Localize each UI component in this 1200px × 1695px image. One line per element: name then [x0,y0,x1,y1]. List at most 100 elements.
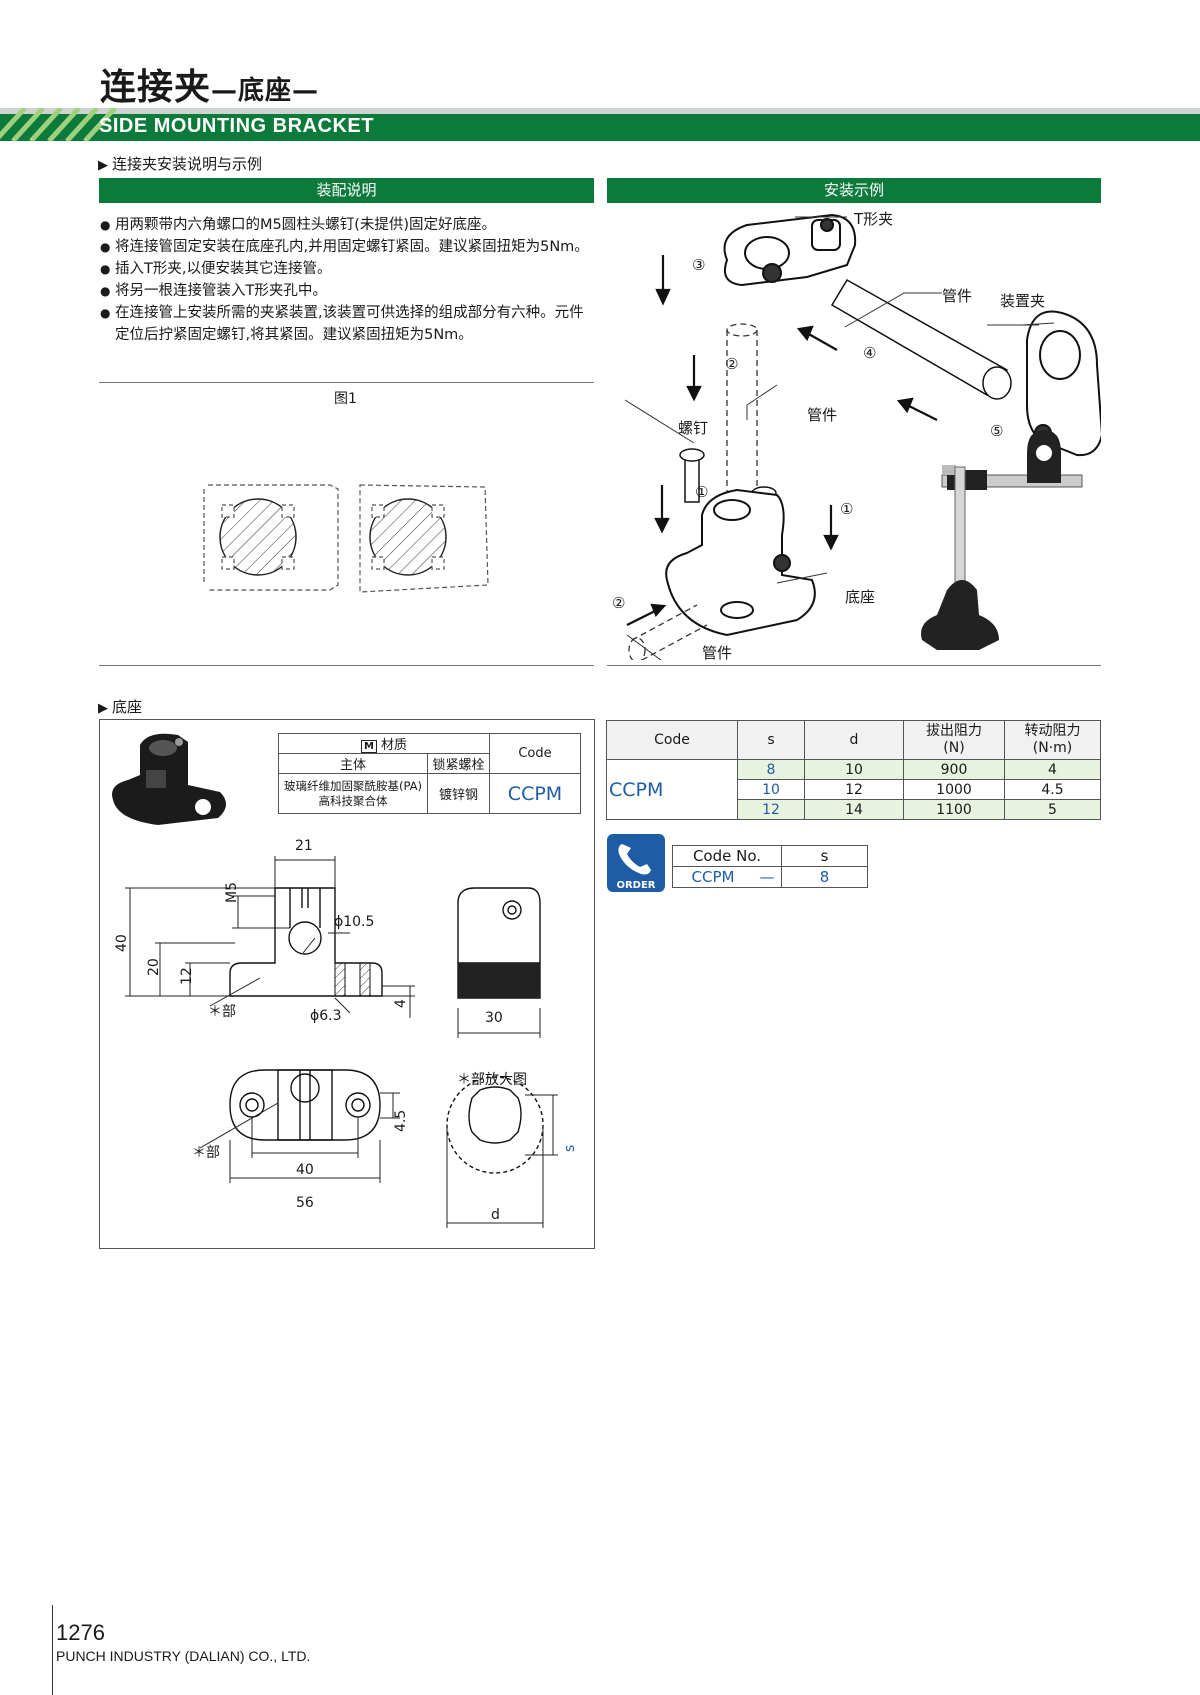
cell-pull: 1100 [903,799,1005,820]
cell-s: 8 [737,759,805,780]
th-s: s [737,720,805,760]
th-torque: 转动阻力 (N·m) [1004,720,1101,760]
cell-d: 10 [804,759,904,780]
divider [99,382,594,383]
step-3: ③ [692,256,706,274]
order-s-header: s [781,845,868,867]
label-device-clamp: 装置夹 [1000,292,1046,310]
cell-d: 14 [804,799,904,820]
order-code-header: Code No. [672,845,782,867]
material-title-cell: M 材质 [278,733,490,754]
cell-torque: 4.5 [1004,779,1101,800]
triangle-icon: ▶ [98,701,108,716]
label-pipe-1: 管件 [942,287,973,305]
detail-star-top: ＊部 [192,1145,220,1161]
label-base: 底座 [845,588,876,606]
band-title: SIDE MOUNTING BRACKET [99,115,374,137]
section-heading-base: ▶ 底座 [98,696,142,717]
example-bar: 安装示例 [607,178,1101,203]
bullet-5: 在连接管上安装所需的夹紧装置,该装置可供选择的组成部分有六种。元件定位后拧紧固定… [100,302,590,346]
m-badge: M [360,740,377,753]
dim-4-5: 4.5 [393,1109,409,1132]
cell-pull: 900 [903,759,1005,780]
dim-w40: 40 [296,1162,314,1178]
table-row: CCPM 8 10 900 4 [606,759,1101,820]
step-1-left: ① [695,483,709,501]
dim-phi6-3: ϕ6.3 [310,1008,342,1024]
dim-30: 30 [485,1010,503,1026]
bullet-4: 将另一根连接管装入T形夹孔中。 [100,280,590,302]
code-value: CCPM [489,773,581,814]
installation-example-drawing [624,213,1101,660]
cell-pull: 1000 [903,779,1005,800]
step-1-right: ① [840,500,854,518]
body-header: 主体 [278,753,428,774]
dim-w56: 56 [296,1195,314,1211]
triangle-icon: ▶ [98,158,108,173]
cell-torque: 4 [1004,759,1101,780]
label-pipe-2: 管件 [807,406,838,424]
th-code: Code [606,720,738,760]
product-photo [112,733,227,825]
hatch-decoration [0,108,117,141]
cell-s: 10 [737,779,805,800]
code-header: Code [489,733,581,774]
th-d: d [804,720,904,760]
material-title: 材质 [381,738,408,753]
technical-drawing [125,856,558,1228]
bolt-material: 镀锌钢 [427,773,490,814]
dim-21: 21 [295,838,313,854]
dim-12: 12 [179,967,195,985]
bullet-2: 将连接管固定安装在底座孔内,并用固定螺钉紧固。建议紧固扭矩为5Nm。 [100,236,590,258]
section-heading-install: ▶ 连接夹安装说明与示例 [98,153,262,174]
detail-star-front: ＊部 [208,1004,236,1020]
table-row: 12 14 1100 5 [607,799,1101,820]
phone-icon [618,844,651,875]
dim-phi10-5: ϕ10.5 [334,914,375,930]
order-table: Code No. s CCPM — 8 [672,845,868,888]
cell-torque: 5 [1004,799,1101,820]
order-code: CCPM [672,866,753,888]
heading-text: 连接夹安装说明与示例 [112,155,263,173]
title-sub: —底座— [211,76,320,106]
th-pull: 拔出阻力 (N) [903,720,1005,760]
heading-text: 底座 [112,698,143,716]
body-material: 玻璃纤维加固聚酰胺基(PA) 高科技聚合体 [278,773,428,814]
cell-d: 12 [804,779,904,800]
spec-code: CCPM [606,759,738,820]
dim-20: 20 [146,958,162,976]
order-s: 8 [781,866,868,888]
step-2-top: ② [725,355,739,373]
title-text: 连接夹 [100,67,212,108]
assembly-instructions: 用两颗带内六角螺口的M5圆柱头螺钉(未提供)固定好底座。 将连接管固定安装在底座… [100,214,590,346]
cell-s: 12 [737,799,805,820]
figure-1-drawing [203,484,489,593]
order-badge: ORDER [607,834,665,892]
figure-label: 图1 [334,391,357,407]
bolt-header: 锁紧螺栓 [427,753,490,774]
label-t-clamp: T形夹 [854,210,894,228]
label-screw: 螺钉 [678,419,709,437]
divider-left [99,665,594,666]
company-name: PUNCH INDUSTRY (DALIAN) CO., LTD. [56,1648,311,1664]
spec-table: Code s d 拔出阻力 (N) 转动阻力 (N·m) CCPM 8 10 9… [606,720,1101,820]
step-5: ⑤ [990,422,1004,440]
order-badge-text: ORDER [616,880,656,891]
page-number: 1276 [56,1620,105,1645]
dim-40: 40 [114,934,130,952]
dim-d: d [491,1207,500,1223]
header-band-top [0,108,1200,114]
material-table: M 材质 Code 主体 锁紧螺栓 玻璃纤维加固聚酰胺基(PA) 高科技聚合体 … [278,733,581,814]
dim-s: s [562,1144,578,1152]
table-row: 10 12 1000 4.5 [607,779,1101,800]
step-4: ④ [863,344,877,362]
header-band [0,114,1200,141]
page-title: 连接夹—底座— [100,58,319,110]
dim-m5: M5 [224,882,240,903]
bullet-3: 插入T形夹,以便安装其它连接管。 [100,258,590,280]
divider-right [607,665,1101,666]
bullet-1: 用两颗带内六角螺口的M5圆柱头螺钉(未提供)固定好底座。 [100,214,590,236]
footer-rule [52,1605,53,1695]
label-pipe-3: 管件 [702,644,733,662]
enlarged-view-label: ＊部放大图 [457,1072,527,1088]
